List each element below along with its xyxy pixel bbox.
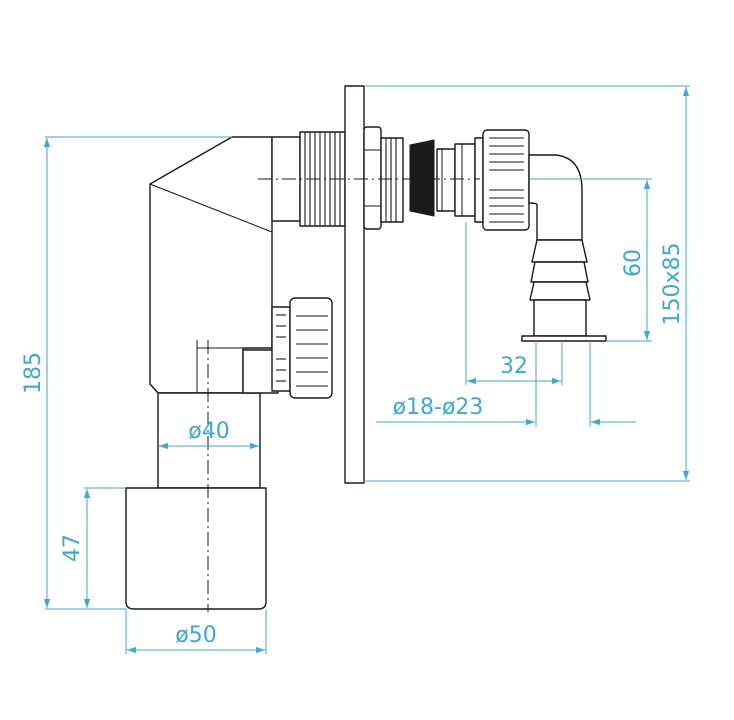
wall-plate (344, 85, 365, 484)
side-inlet-nut (242, 297, 333, 399)
hose-adapter (436, 137, 484, 223)
dim-o50-label: ø50 (175, 623, 216, 648)
dim-32-label: 32 (500, 354, 528, 379)
wall-nut (363, 126, 404, 230)
cap-nut (482, 129, 530, 231)
dim-185-label: 185 (21, 352, 46, 394)
drain-socket (125, 487, 267, 610)
rubber-gasket (409, 139, 435, 217)
dim-o18-o23-label: ø18-ø23 (393, 395, 484, 420)
dim-o40-label: ø40 (188, 419, 229, 444)
drain-pipe (157, 392, 261, 489)
dim-47-label: 47 (60, 534, 85, 562)
barbed-hose-tail (521, 239, 607, 342)
dim-60-label: 60 (621, 249, 646, 277)
hose-elbow (528, 154, 583, 241)
siphon-body (125, 85, 607, 612)
dim-150x85-label: 150x85 (660, 242, 685, 325)
dimensions: 185 47 ø50 ø40 150x85 60 32 ø18-ø23 (21, 85, 690, 654)
